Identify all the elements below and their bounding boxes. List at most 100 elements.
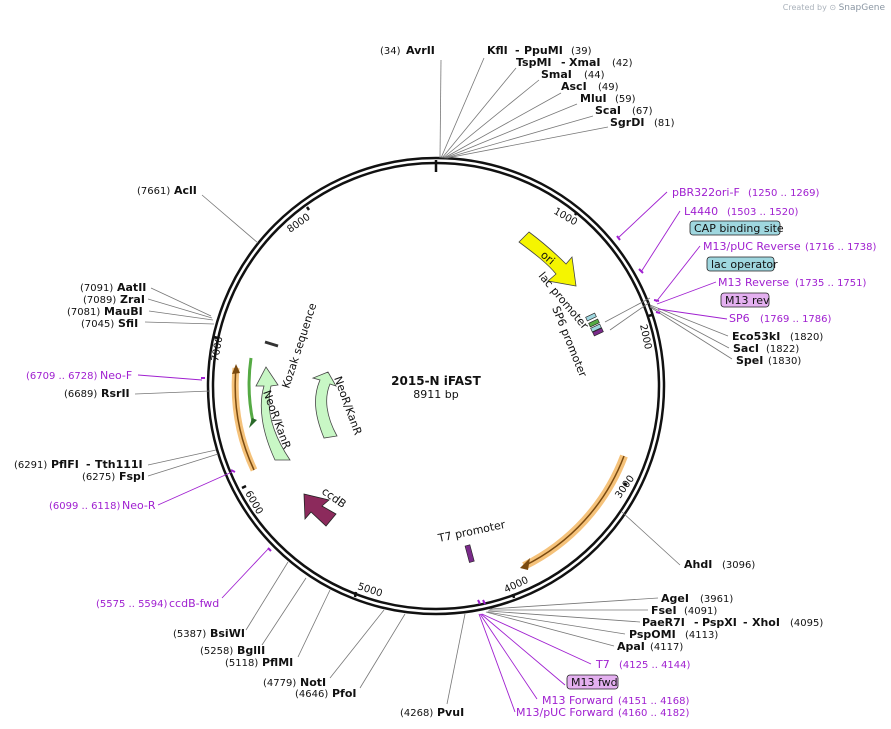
orf-arc-left-arrowhead [232,364,240,374]
site-pfoi-pos: (4646) [295,689,328,700]
credit-prefix: Created by [782,3,827,12]
site-avrii: AvrII [406,44,435,57]
site-ahdi: AhdI [684,558,712,571]
cap-binding-site-box [689,220,781,236]
t7-promoter-label: T7 promoter [436,518,507,545]
tick-label-1000: 1000 [552,206,580,228]
primer-pbr322ori-f: pBR322ori-F [672,186,740,199]
lac-operator-label: lac operator [711,258,778,271]
kozak-block [264,340,279,348]
orf-arc-right [522,454,628,570]
backbone-outer [206,156,666,616]
credit-brand: SnapGene [838,3,885,13]
site-apai: ApaI [617,640,645,653]
site-pfoi: PfoI [332,687,357,700]
site-ahdi-pos: (3096) [722,560,755,571]
m13-fwd-label: M13 fwd [571,676,618,689]
primer-neo-r: Neo-R [122,499,156,512]
site-maubi: MauBI [104,305,143,318]
ccdb-arrow [303,493,337,527]
primer-m13puc-reverse: M13/pUC Reverse [703,240,801,253]
site-bsiwi: BsiWI [210,627,245,640]
site-scai-pos: (67) [632,106,653,117]
site-acli-pos: (7661) [137,186,170,197]
site-agei: AgeI [661,592,689,605]
primer-ticks [201,235,661,605]
site-tth111i-sep: - [86,458,91,471]
site-bglii: BglII [237,644,265,657]
snapgene-credit: Created by ⊙ SnapGene [783,3,885,13]
site-asci-pos: (49) [598,82,619,93]
orf-arc-green [247,357,255,423]
site-pspxi: PspXI [702,616,737,629]
primer-m13-reverse-range: (1735 .. 1751) [795,278,867,289]
primer-sp6-range: (1769 .. 1786) [760,314,832,325]
tick-label-7000: 7000 [210,336,225,363]
site-sfii-pos: (7045) [81,319,114,330]
tick-label-2000: 2000 [637,323,653,350]
orf-arc-left-inner [234,367,255,471]
site-avrii-pos: (34) [380,46,401,57]
site-noti-pos: (4779) [263,678,296,689]
site-eco53ki: Eco53kI [732,330,780,343]
site-maubi-pos: (7081) [67,307,100,318]
orf-arc-green-arrowhead [249,418,257,428]
site-paer7i: PaeR7I [642,616,685,629]
primer-m13-forward-range: (4151 .. 4168) [618,696,690,707]
orf-arc-right-inner [523,455,625,567]
m13-rev-box [720,292,770,308]
site-saci-pos: (1822) [766,344,799,355]
site-aatii-pos: (7091) [80,283,113,294]
site-eco53ki-pos: (1820) [790,332,823,343]
site-xmai-sep: - [561,56,566,69]
site-saci: SacI [733,342,759,355]
tick-label-4000: 4000 [503,575,531,596]
site-xhoi: XhoI [752,616,780,629]
site-pflmi-pos: (5118) [225,658,258,669]
site-asci: AscI [561,80,587,93]
site-kfli: KflI [487,44,508,57]
primer-l4440: L4440 [684,205,718,218]
plasmid-length: 8911 bp [413,388,458,401]
orf-arc-right-arrowhead [520,558,530,570]
site-pspxi-sep: - [694,616,699,629]
site-pvui-pos: (4268) [400,708,433,719]
site-mlui: MluI [580,92,607,105]
site-fspi: FspI [119,470,145,483]
site-apai-pos: (4117) [650,642,683,653]
site-scai: ScaI [595,104,621,117]
site-xhoi-sep: - [743,616,748,629]
neor-kanr-mid-label: NeoR/KanR [331,375,364,438]
site-smai: SmaI [541,68,572,81]
primer-sp6: SP6 [729,312,750,325]
site-pflfi: PflFI [51,458,79,471]
site-pflfi-pos: (6291) [14,460,47,471]
boxed-feature-labels: CAP binding site lac operator M13 rev M1… [566,220,784,690]
site-zrai-pos: (7089) [83,295,116,306]
site-bglii-pos: (5258) [200,646,233,657]
primer-ccdb-fwd-range: (5575 .. 5594) [96,599,168,610]
t7-promoter-block [464,544,475,563]
primer-pbr322ori-f-range: (1250 .. 1269) [748,188,820,199]
site-tspmi: TspMI [516,56,552,69]
site-pflmi: PflMI [262,656,293,669]
primer-neo-r-range: (6099 .. 6118) [49,501,121,512]
primer-m13-forward: M13 Forward [542,694,613,707]
site-labels: (34) AvrII KflI - PpuMI (39) TspMI - Xma… [14,44,823,719]
neor-kanr-mid-arrow [311,371,338,439]
primer-ccdb-fwd: ccdB-fwd [169,597,219,610]
plasmid-name: 2015-N iFAST [391,374,481,388]
cap-binding-site-label: CAP binding site [694,222,784,235]
m13-fwd-box [566,674,619,690]
site-tth111i: Tth111I [95,458,143,471]
site-spei: SpeI [736,354,763,367]
m13-rev-label: M13 rev [725,294,770,307]
site-pspomi-pos: (4113) [685,630,718,641]
primer-m13-reverse: M13 Reverse [718,276,789,289]
backbone-ticks [213,206,653,599]
site-rsrii: RsrII [101,387,130,400]
site-fsei-pos: (4091) [684,606,717,617]
site-agei-pos: (3961) [700,594,733,605]
site-fspi-pos: (6275) [82,472,115,483]
